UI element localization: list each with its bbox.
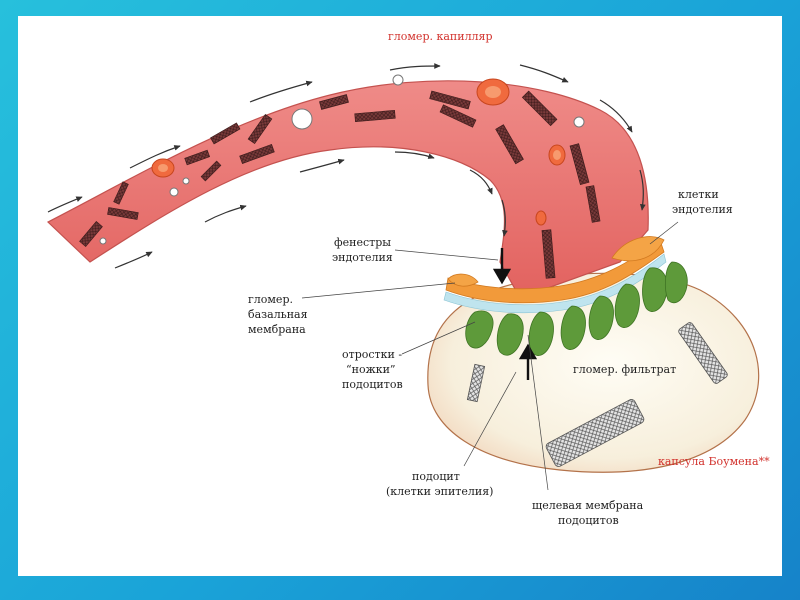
gbm-label-3: мембрана (248, 323, 306, 336)
fenestrae-label-2: эндотелия (332, 251, 393, 264)
fenestrae-label: фенестры (334, 236, 391, 249)
leader-lines (301, 221, 679, 491)
endothelial-cells-label-2: эндотелия (672, 203, 733, 216)
gbm-label: гломер. (248, 293, 293, 306)
endothelial-cell-bulge (447, 273, 479, 287)
filtrate-label: гломер. фильтрат (573, 363, 676, 376)
endothelial-cells-label: клетки (678, 188, 719, 201)
basement-membrane (443, 253, 667, 314)
filtrate-particles (466, 322, 728, 467)
foot-processes-label-3: подоцитов (342, 378, 403, 391)
plasma-particles (79, 90, 601, 279)
slit-membrane-label: щелевая мембрана (532, 499, 644, 512)
foot-processes-label-2: “ножки” (346, 363, 396, 376)
capillary-label: гломер. капилляр (388, 30, 493, 43)
filtration-arrows (492, 248, 538, 380)
podocyte-label: подоцит (412, 470, 460, 483)
podocyte-foot-processes (465, 261, 688, 356)
gbm-label-2: базальная (248, 308, 308, 321)
endothelium-layer (445, 239, 665, 304)
bowman-capsule-label: капсула Боумена** (658, 455, 770, 468)
podocyte-label-2: (клетки эпителия) (386, 485, 493, 498)
foot-processes-label: отростки - (342, 348, 402, 361)
flow-arrows (47, 63, 646, 269)
endothelial-cell-bulge (611, 236, 665, 262)
slit-membrane-label-2: подоцитов (558, 514, 619, 527)
glomerular-capillary (46, 80, 649, 299)
white-blood-cells (99, 74, 585, 245)
